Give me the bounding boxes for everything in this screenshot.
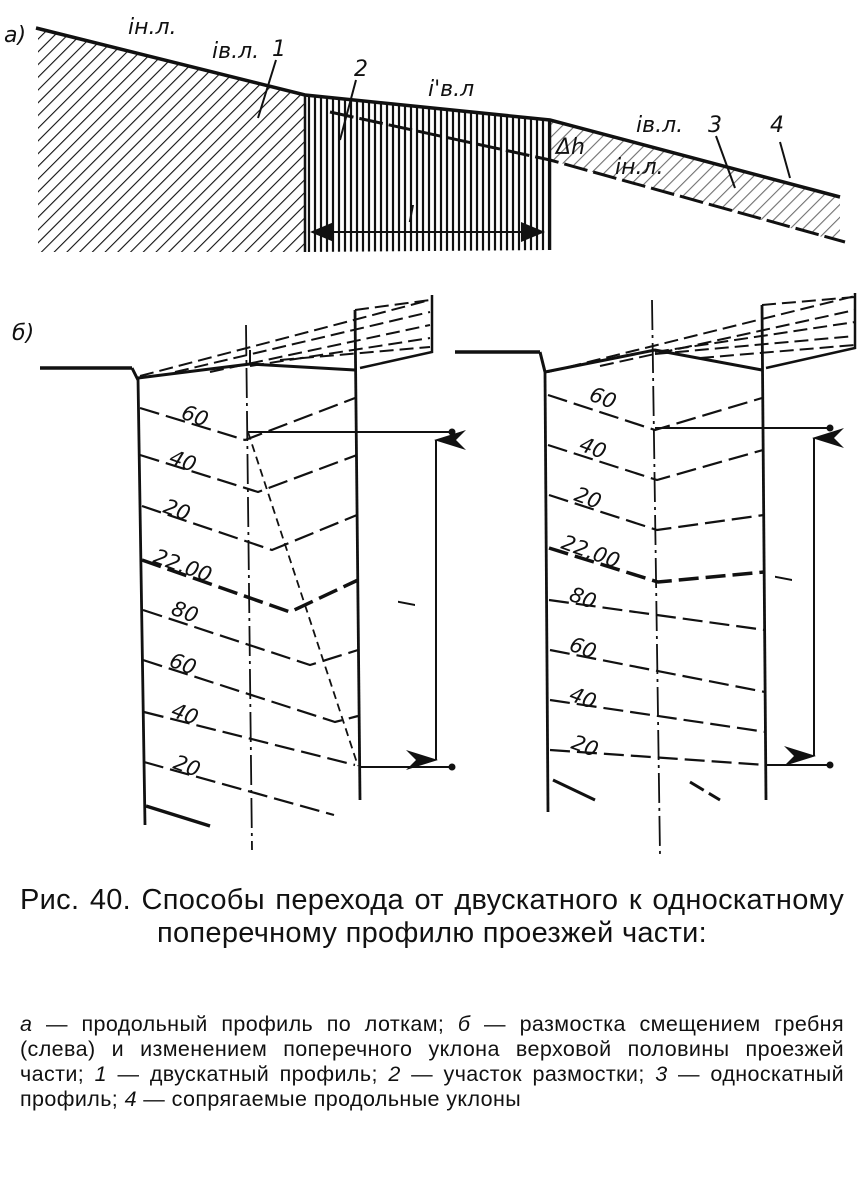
panel-a-longitudinal-profile: а) l iн.л. iв.л. i'в.л iв.л. iн.л. Δh 1 … — [4, 15, 846, 252]
region-1-two-slope — [38, 28, 305, 252]
slope-label-ivl-right: iв.л. — [636, 113, 683, 138]
left-level-3: 22,00 — [150, 544, 215, 587]
slope-label-ivl-left: iв.л. — [212, 39, 259, 64]
left-level-0: 60 — [178, 400, 211, 432]
region-2-transition — [305, 95, 550, 252]
legend-key-4: 4 — [124, 1087, 137, 1111]
callout-2: 2 — [354, 57, 368, 82]
panel-a-label: а) — [4, 23, 26, 48]
slope-label-inl-right: iн.л. — [615, 155, 664, 180]
left-level-5: 60 — [166, 648, 199, 680]
top-profile-line — [35, 26, 841, 199]
figure-caption-title: Рис. 40. Способы перехода от двускатного… — [20, 884, 844, 949]
length-label-b-right: l — [769, 575, 794, 581]
legend-text-2: — участок размостки; — [400, 1062, 656, 1086]
road-profile-diagram: а) l iн.л. iв.л. i'в.л iв.л. iн.л. Δh 1 … — [4, 15, 857, 856]
right-level-7: 20 — [568, 730, 601, 762]
callout-4: 4 — [770, 113, 784, 138]
legend-text-3: — односкатный профиль; — [20, 1062, 844, 1111]
left-level-4: 80 — [168, 596, 201, 628]
legend-key-b: б — [457, 1012, 471, 1036]
callout-1: 1 — [272, 37, 286, 62]
right-level-2: 20 — [571, 482, 604, 514]
legend-key-a: а — [20, 1012, 33, 1036]
panel-b-right-slope-change: 60 40 20 22,00 80 60 40 20 l — [455, 293, 857, 856]
figure-caption-legend: а — продольный профиль по лоткам; б — ра… — [20, 1012, 844, 1112]
legend-key-3: 3 — [655, 1062, 668, 1086]
right-level-6: 40 — [566, 682, 599, 714]
panel-b-left-crown-shift: б) — [12, 295, 466, 851]
legend-text-1: — двускатный профиль; — [106, 1062, 389, 1086]
slope-label-inl: iн.л. — [128, 15, 177, 40]
right-level-1: 40 — [576, 432, 609, 464]
panel-b-label: б) — [12, 321, 34, 346]
region-3-one-slope — [550, 120, 840, 242]
legend-text-4: — сопрягаемые продольные уклоны — [136, 1087, 522, 1111]
length-label-a: l — [408, 203, 414, 228]
right-level-3: 22,00 — [558, 530, 623, 573]
legend-text-a: — продольный профиль по лоткам; — [32, 1012, 458, 1036]
length-label-b-left: l — [392, 600, 417, 606]
slope-label-ivl-prime: i'в.л — [428, 77, 474, 102]
right-level-4: 80 — [566, 582, 599, 614]
callout-3: 3 — [708, 113, 722, 138]
legend-key-1: 1 — [94, 1062, 107, 1086]
legend-text-b: — размостка смещением гребня (слева) и и… — [20, 1012, 844, 1086]
delta-h-label: Δh — [554, 135, 585, 160]
legend-key-2: 2 — [388, 1062, 401, 1086]
left-level-2: 20 — [160, 494, 193, 526]
